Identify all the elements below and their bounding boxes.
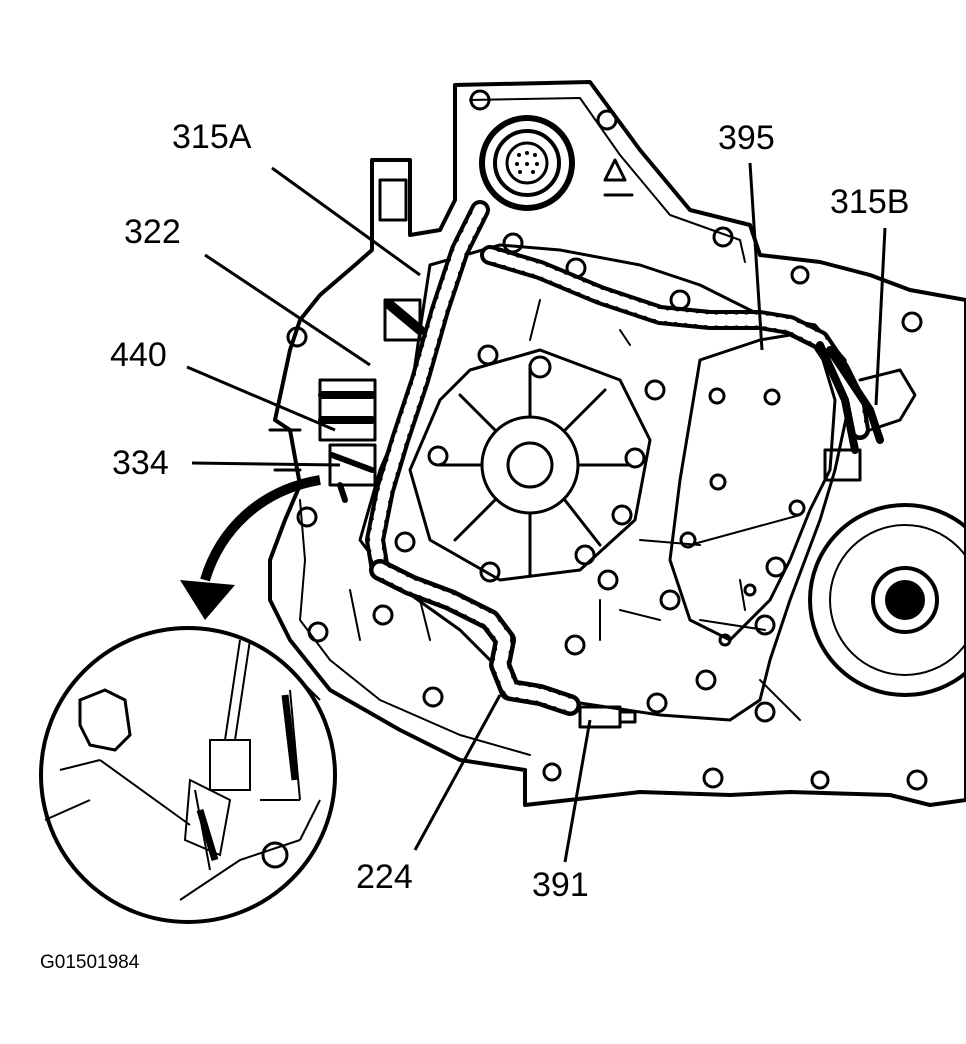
valve-body-bolts — [372, 232, 806, 723]
center-casting — [408, 348, 652, 582]
pass-through-connector — [479, 115, 575, 211]
output-drum — [808, 503, 966, 697]
leader-440 — [186, 365, 336, 432]
connector-391-tip — [618, 710, 637, 724]
case-triangle-mark — [603, 158, 634, 197]
transaxle-case-outline — [268, 80, 966, 807]
callout-334: 334 — [112, 444, 169, 482]
figure-id: G01501984 — [40, 952, 140, 973]
callout-315a: 315A — [172, 118, 252, 156]
leader-315b — [874, 227, 887, 406]
leader-lines — [186, 162, 887, 863]
leader-322 — [204, 253, 371, 367]
connector-391 — [578, 705, 622, 729]
leader-395 — [748, 162, 764, 351]
harness-224-segments — [373, 563, 577, 712]
leader-224 — [413, 694, 502, 851]
case-bolt-holes — [286, 89, 928, 791]
detail-inset — [39, 626, 337, 924]
harness-315a-outline — [365, 200, 490, 580]
leader-315a — [271, 166, 421, 277]
plate-detail-lines — [349, 299, 801, 721]
detail-arrow — [180, 475, 321, 620]
connector-315b — [816, 341, 917, 482]
harness-315a-segments — [369, 204, 486, 576]
leader-334 — [191, 461, 341, 467]
callout-322: 322 — [124, 213, 181, 251]
case-inner-flange — [299, 97, 746, 756]
callout-391: 391 — [532, 866, 589, 904]
solenoid-assembly — [268, 298, 425, 503]
leader-391 — [563, 719, 592, 863]
callout-224: 224 — [356, 858, 413, 896]
valve-body-plate — [358, 243, 852, 722]
case-pad-top — [378, 178, 408, 222]
callout-440: 440 — [110, 336, 167, 374]
callout-315b: 315B — [830, 183, 910, 221]
callout-395: 395 — [718, 119, 775, 157]
